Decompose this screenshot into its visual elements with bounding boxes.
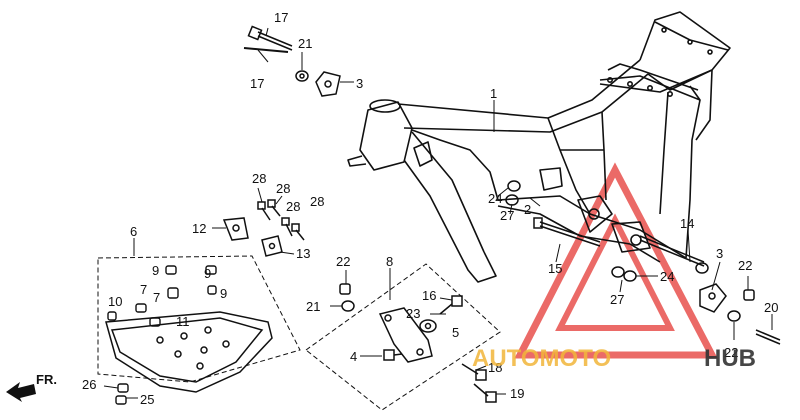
leader-lines <box>103 27 773 399</box>
callout-9: 9 <box>204 266 211 281</box>
collar-22-left <box>339 283 351 295</box>
callout-21: 21 <box>306 299 320 314</box>
callout-24: 24 <box>660 269 674 284</box>
watermark-triangle <box>514 162 718 359</box>
collar-25 <box>115 383 129 405</box>
callout-15: 15 <box>548 261 562 276</box>
callout-3: 3 <box>356 76 363 91</box>
callout-28: 28 <box>276 181 290 196</box>
callout-2: 2 <box>524 202 531 217</box>
bolt-16 <box>439 295 463 315</box>
skid-plate <box>105 311 273 393</box>
bolt-17 <box>243 25 293 53</box>
main-frame <box>347 11 731 283</box>
callout-22: 22 <box>724 345 738 360</box>
callout-22: 22 <box>738 258 752 273</box>
bolt-14 <box>639 235 705 267</box>
bolt-20 <box>755 329 781 345</box>
callout-1: 1 <box>490 86 497 101</box>
callout-3: 3 <box>716 246 723 261</box>
watermark-text-secondary: HUB <box>704 345 756 372</box>
callout-7: 7 <box>153 290 160 305</box>
bracket-box <box>305 263 501 411</box>
callout-28: 28 <box>310 194 324 209</box>
front-direction-label: FR. <box>36 372 57 387</box>
bolt-15 <box>533 217 601 247</box>
nut-5 <box>419 319 437 333</box>
callout-28: 28 <box>252 171 266 186</box>
skid-plate-hardware <box>107 265 217 327</box>
callout-27: 27 <box>610 292 624 307</box>
callout-18: 18 <box>488 360 502 375</box>
callout-12: 12 <box>192 221 206 236</box>
callout-19: 19 <box>510 386 524 401</box>
nut-21-upper <box>295 70 309 82</box>
callout-28: 28 <box>286 199 300 214</box>
bolt-4 <box>383 349 403 361</box>
callout-24: 24 <box>488 191 502 206</box>
front-direction-arrow <box>6 382 36 402</box>
callout-9: 9 <box>152 263 159 278</box>
bracket-13 <box>261 235 283 257</box>
bolts-28 <box>257 199 305 241</box>
callout-20: 20 <box>764 300 778 315</box>
callout-13: 13 <box>296 246 310 261</box>
callout-labels: 1 2 3 3 4 5 6 7 7 8 9 9 9 10 11 12 13 14… <box>82 10 778 407</box>
callout-11: 11 <box>176 314 190 329</box>
callout-7: 7 <box>140 282 147 297</box>
callout-6: 6 <box>130 224 137 239</box>
callout-16: 16 <box>422 288 436 303</box>
callout-25: 25 <box>140 392 154 407</box>
callout-22: 22 <box>336 254 350 269</box>
callout-17: 17 <box>250 76 264 91</box>
bolts-18-19 <box>461 363 497 403</box>
watermark-text-primary: AUTOMOTO <box>472 345 611 372</box>
bracket-12 <box>222 217 249 241</box>
nut-22-right <box>695 262 755 322</box>
plate-3-upper <box>315 71 341 97</box>
callout-5: 5 <box>452 325 459 340</box>
callout-8: 8 <box>386 254 393 269</box>
callout-9: 9 <box>220 286 227 301</box>
collar-21-lower <box>341 300 355 312</box>
callout-23: 23 <box>406 306 420 321</box>
watermark: AUTOMOTO HUB <box>472 345 756 372</box>
callout-4: 4 <box>350 349 357 364</box>
callout-10: 10 <box>108 294 122 309</box>
callout-17: 17 <box>274 10 288 25</box>
callout-27: 27 <box>500 208 514 223</box>
callout-14: 14 <box>680 216 694 231</box>
callout-21: 21 <box>298 36 312 51</box>
callout-26: 26 <box>82 377 96 392</box>
engine-bracket <box>378 307 433 363</box>
